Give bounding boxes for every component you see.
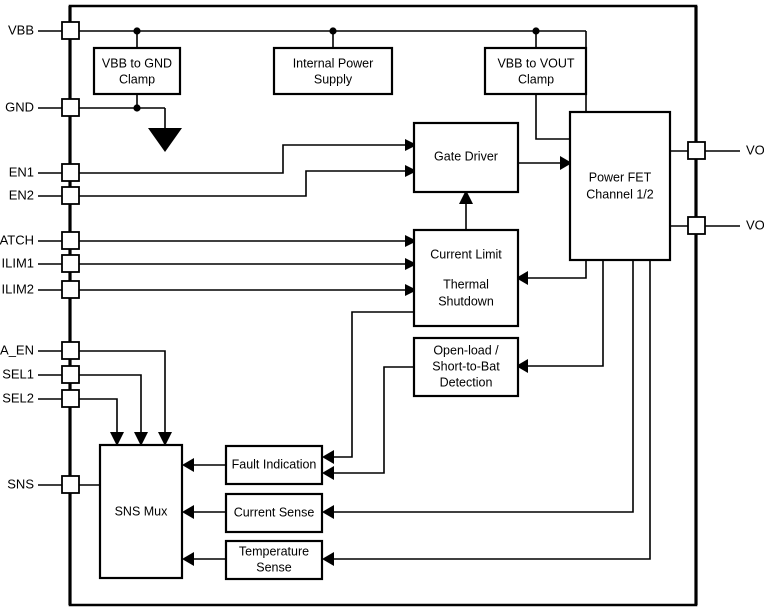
pin-label-ilim1: ILIM1 xyxy=(1,255,34,270)
block-internal-power-supply xyxy=(272,46,394,96)
arrow-current-limit-gate-driver xyxy=(459,190,473,204)
label-open-load-line1: Open-load / xyxy=(433,343,499,357)
arrow-en1-gate-driver xyxy=(405,139,417,151)
arrow-sel1-sns-mux xyxy=(134,432,148,446)
block-vbb-to-vout-clamp xyxy=(483,46,588,96)
label-internal-power-supply-line2: Supply xyxy=(314,72,353,86)
pin-label-ilim2: ILIM2 xyxy=(1,281,34,296)
arrow-ilim1-current-limit xyxy=(405,258,417,270)
block-current-sense xyxy=(224,492,324,534)
arrow-en2-gate-driver xyxy=(405,165,417,177)
pin-label-vbb: VBB xyxy=(8,22,34,37)
label-temperature-sense-line2: Sense xyxy=(256,560,291,574)
wire-current-limit-to-fault-indication xyxy=(333,311,414,458)
label-vbb-to-gnd-clamp-line2: Clamp xyxy=(119,72,155,86)
block-fault-indication xyxy=(224,444,324,486)
pin-square-sel1[interactable] xyxy=(61,365,80,384)
wire-en1-to-gate-driver xyxy=(78,144,405,174)
pin-square-vout1[interactable] xyxy=(687,141,706,160)
arrow-open-load-fault-indication xyxy=(322,466,334,480)
wire-dia-en-to-sns-mux xyxy=(78,350,166,433)
pin-label-dia-en: DIA_EN xyxy=(0,342,34,357)
wire-power-fet-to-temperature-sense xyxy=(333,260,651,560)
pin-square-vout2[interactable] xyxy=(687,216,706,235)
label-sns-mux: SNS Mux xyxy=(115,504,169,518)
wire-sel1-to-sns-mux xyxy=(78,374,142,433)
pin-square-vbb[interactable] xyxy=(61,21,80,40)
block-sns-mux xyxy=(98,443,184,580)
label-fault-indication: Fault Indication xyxy=(232,457,317,471)
wire-power-fet-to-open-load xyxy=(527,260,604,367)
pin-label-vout1: VOUT1 xyxy=(746,142,764,157)
label-temperature-sense-line1: Temperature xyxy=(239,544,309,558)
pin-square-sel2[interactable] xyxy=(61,389,80,408)
wire-en2-to-gate-driver xyxy=(78,170,405,197)
wire-sel2-to-sns-mux xyxy=(78,398,118,433)
pin-label-sel1: SEL1 xyxy=(2,366,34,381)
pin-square-dia-en[interactable] xyxy=(61,341,80,360)
pin-label-vout2: VOUT2 xyxy=(746,217,764,232)
label-vbb-to-vout-clamp-line1: VBB to VOUT xyxy=(497,56,574,70)
label-gate-driver: Gate Driver xyxy=(434,149,498,163)
label-vbb-to-vout-clamp-line2: Clamp xyxy=(518,72,554,86)
pin-square-en2[interactable] xyxy=(61,186,80,205)
label-current-limit: Current Limit xyxy=(430,247,502,261)
label-current-sense: Current Sense xyxy=(234,505,315,519)
block-current-limit-thermal xyxy=(412,228,520,328)
block-vbb-to-gnd-clamp xyxy=(92,46,182,96)
arrow-power-fet-temperature-sense xyxy=(322,552,334,566)
block-gate-driver xyxy=(412,121,520,194)
arrow-sel2-sns-mux xyxy=(110,432,124,446)
wire-open-load-to-fault-indication xyxy=(333,366,414,474)
label-power-fet-line1: Power FET xyxy=(589,170,652,184)
wire-power-fet-to-current-limit xyxy=(527,260,587,279)
pin-label-en1: EN1 xyxy=(9,164,34,179)
pin-square-ilim2[interactable] xyxy=(61,280,80,299)
arrow-fault-indication-sns-mux xyxy=(182,458,194,472)
pin-label-sns: SNS xyxy=(7,476,34,491)
label-open-load-line2: Short-to-Bat xyxy=(432,359,500,373)
ground-symbol xyxy=(148,128,182,152)
arrow-power-fet-open-load xyxy=(516,359,528,373)
block-temperature-sense xyxy=(224,539,324,581)
arrow-current-limit-fault-indication xyxy=(322,450,334,464)
wire-power-fet-to-current-sense xyxy=(333,260,634,513)
block-power-fet xyxy=(568,110,672,262)
label-internal-power-supply-line1: Internal Power xyxy=(293,56,374,70)
arrow-power-fet-current-sense xyxy=(322,505,334,519)
pin-label-gnd: GND xyxy=(5,99,34,114)
pin-label-en2: EN2 xyxy=(9,187,34,202)
label-shutdown: Shutdown xyxy=(438,294,494,308)
label-vbb-to-gnd-clamp-line1: VBB to GND xyxy=(102,56,172,70)
label-open-load-line3: Detection xyxy=(440,375,493,389)
arrow-gate-driver-power-fet xyxy=(560,156,572,170)
arrow-current-sense-sns-mux xyxy=(182,505,194,519)
pin-square-gnd[interactable] xyxy=(61,98,80,117)
pin-label-sel2: SEL2 xyxy=(2,390,34,405)
block-open-load-short-to-bat xyxy=(412,336,520,398)
arrow-temperature-sense-sns-mux xyxy=(182,552,194,566)
pin-square-ilim1[interactable] xyxy=(61,254,80,273)
arrow-ilim2-current-limit xyxy=(405,284,417,296)
arrow-latch-current-limit xyxy=(405,235,417,247)
arrow-power-fet-current-limit xyxy=(516,271,528,285)
pin-square-sns[interactable] xyxy=(61,475,80,494)
pin-square-latch[interactable] xyxy=(61,231,80,250)
arrow-dia-en-sns-mux xyxy=(158,432,172,446)
label-power-fet-line2: Channel 1/2 xyxy=(586,187,653,201)
label-thermal: Thermal xyxy=(443,277,489,291)
pin-square-en1[interactable] xyxy=(61,163,80,182)
wire-vout-clamp-to-power-fet xyxy=(535,94,570,140)
pin-label-latch: LATCH xyxy=(0,232,34,247)
